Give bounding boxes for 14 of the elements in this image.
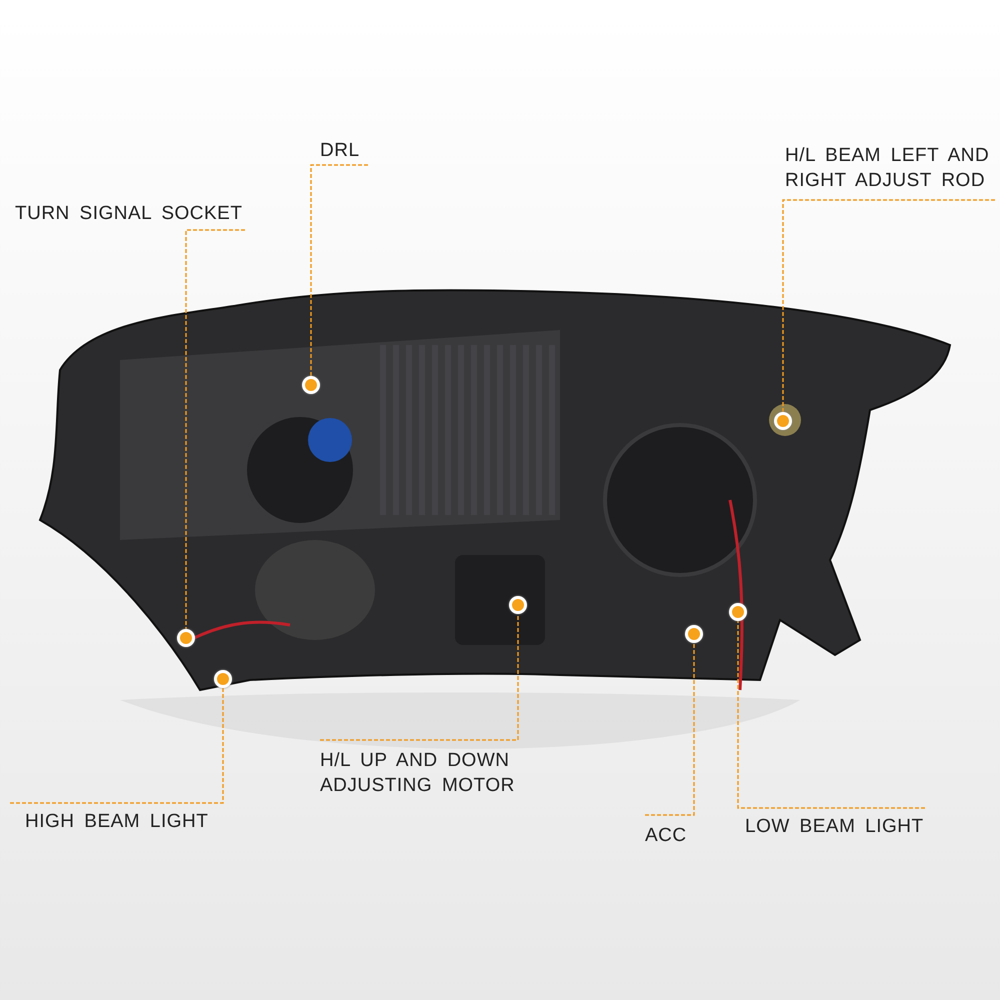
callout-label: LOW BEAM LIGHT xyxy=(745,814,925,839)
leader-line xyxy=(320,614,519,741)
leader-line xyxy=(645,643,695,816)
leader-line xyxy=(310,164,368,376)
callout-label: HIGH BEAM LIGHT xyxy=(25,809,225,834)
callout-label: H/L UP AND DOWN ADJUSTING MOTOR xyxy=(320,748,520,798)
callout-label: TURN SIGNAL SOCKET xyxy=(15,201,255,226)
leader-line xyxy=(782,199,995,412)
callout-label: DRL xyxy=(320,138,380,163)
leader-line xyxy=(10,688,224,804)
leader-line xyxy=(737,621,925,809)
callout-label: H/L BEAM LEFT AND RIGHT ADJUST ROD xyxy=(785,143,1000,193)
leader-line xyxy=(185,229,245,629)
callout-label: ACC xyxy=(645,823,690,848)
